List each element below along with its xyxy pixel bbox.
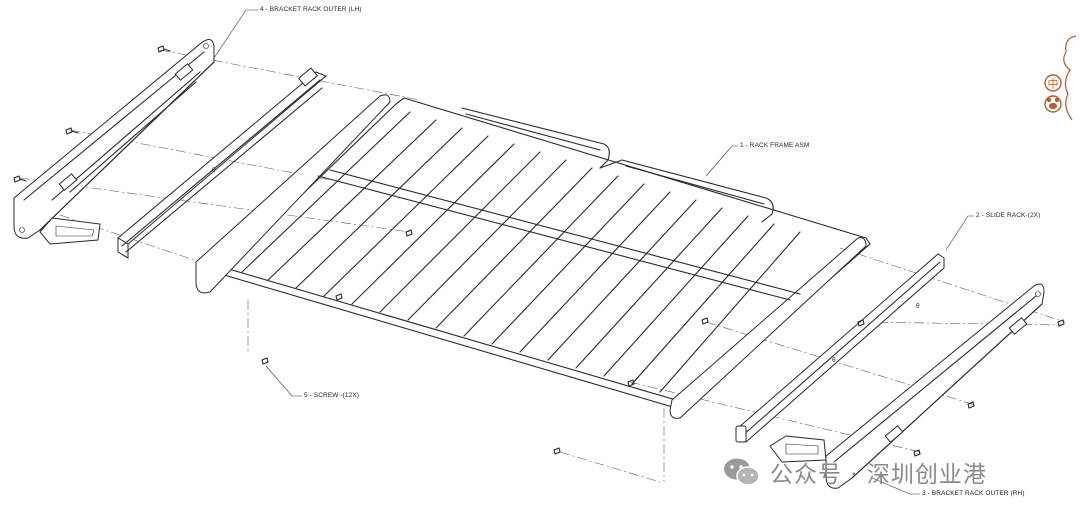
screw-icon: [701, 317, 709, 325]
callout-rack-frame-asm: 1 - RACK FRAME ASM: [740, 142, 810, 149]
screw-icon: [1057, 319, 1065, 327]
screw-icon: [261, 357, 269, 365]
svg-text:θ: θ: [212, 167, 216, 174]
screw-icon: [13, 175, 27, 183]
rack-frame-asm: [195, 94, 871, 419]
screw-icon: [913, 449, 921, 457]
bracket-rack-outer-lh: [13, 39, 215, 245]
stamp-char: 中: [1048, 78, 1059, 91]
screw-icon: [157, 45, 171, 53]
wire-grid: [241, 111, 801, 393]
slide-rack-lh: θ: [117, 67, 327, 259]
callout-screw: 5 - SCREW -(12X): [304, 392, 360, 399]
callout-slide-rack: 2 - SLIDE RACK-(2X): [976, 212, 1041, 219]
leader-lines: [213, 9, 974, 495]
svg-text:θ: θ: [916, 303, 920, 310]
screw-icon: [405, 229, 413, 237]
slide-rack-rh: θ: [735, 253, 945, 443]
callout-bracket-rack-outer-lh: 4 - BRACKET RACK OUTER (LH): [260, 6, 362, 13]
screw-icon: [967, 401, 975, 409]
screw-icon: [627, 379, 635, 387]
screw-icon: [857, 319, 865, 327]
svg-text:θ: θ: [832, 357, 836, 364]
watermark-text: 公众号 · 深圳创业港: [770, 462, 987, 488]
callout-bracket-rack-outer-rh: 3 - BRACKET RACK OUTER (RH): [922, 490, 1025, 497]
bracket-rack-outer-rh: θ: [769, 283, 1045, 489]
bear-seal-icon: 中: [1044, 35, 1077, 121]
screws: [13, 45, 1065, 457]
screw-icon: [553, 447, 561, 455]
screw-icon: [65, 127, 79, 135]
screw-icon: [335, 293, 343, 301]
watermark: 公众号 · 深圳创业港: [722, 454, 987, 490]
wechat-icon: [724, 458, 760, 486]
